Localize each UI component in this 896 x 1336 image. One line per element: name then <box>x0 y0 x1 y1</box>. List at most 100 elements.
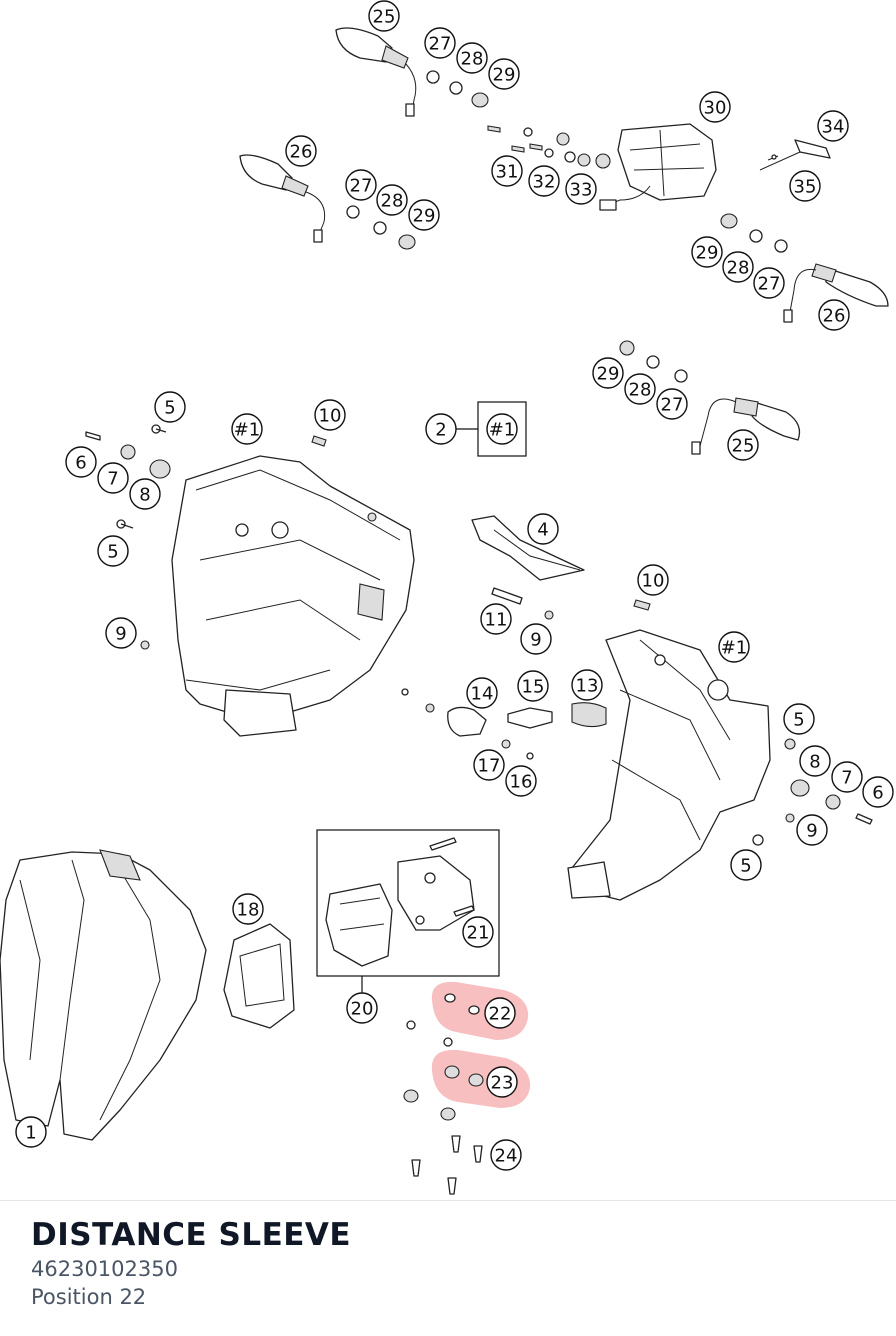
tank-shroud-part[interactable] <box>0 849 207 1141</box>
callout-label: 28 <box>461 49 484 70</box>
callout-label: 1 <box>25 1123 36 1144</box>
callout-label: 27 <box>661 395 684 416</box>
connector-part[interactable] <box>401 688 607 760</box>
callout-31[interactable]: 31 <box>491 155 523 187</box>
fasteners-bottom[interactable] <box>403 1020 483 1195</box>
callout-7[interactable]: 7 <box>97 462 129 494</box>
callout-label: 5 <box>740 856 751 877</box>
callout-21[interactable]: 21 <box>462 916 494 948</box>
fasteners-middle[interactable] <box>491 587 651 620</box>
washer-set-left[interactable] <box>346 205 416 250</box>
callout-label: 27 <box>429 34 452 55</box>
turn-signal-part[interactable] <box>783 263 889 323</box>
callout-label: 28 <box>381 191 404 212</box>
callout-5[interactable]: 5 <box>97 535 129 567</box>
callout-28[interactable]: 28 <box>722 251 754 283</box>
license-bracket-part[interactable] <box>759 139 831 171</box>
callout-9[interactable]: 9 <box>105 617 137 649</box>
callout-24[interactable]: 24 <box>490 1139 522 1171</box>
callout-label: 5 <box>793 710 804 731</box>
callout-ref-1[interactable]: #1 <box>231 413 263 445</box>
callout-5[interactable]: 5 <box>154 391 186 423</box>
washer-set-lower-right[interactable] <box>619 340 688 383</box>
washer-set-top[interactable] <box>426 70 489 108</box>
callout-10[interactable]: 10 <box>314 399 346 431</box>
callout-label: 5 <box>107 542 118 563</box>
callout-6[interactable]: 6 <box>65 446 97 478</box>
callout-label: 24 <box>495 1146 518 1167</box>
screw-set-31-33[interactable] <box>487 125 611 169</box>
callout-8[interactable]: 8 <box>129 478 161 510</box>
callout-20[interactable]: 20 <box>346 992 378 1024</box>
callout-label: #1 <box>489 420 516 441</box>
callout-9[interactable]: 9 <box>796 814 828 846</box>
callout-28[interactable]: 28 <box>376 184 408 216</box>
bracket-part[interactable] <box>471 515 585 581</box>
callout-ref-1[interactable]: #1 <box>718 631 750 663</box>
callout-25[interactable]: 25 <box>727 429 759 461</box>
callout-label: 33 <box>570 180 593 201</box>
callout-10[interactable]: 10 <box>637 564 669 596</box>
turn-signal-part[interactable] <box>239 154 326 243</box>
left-side-panel-part[interactable] <box>171 455 415 737</box>
tail-light-part[interactable] <box>599 123 717 211</box>
callout-5[interactable]: 5 <box>783 703 815 735</box>
callout-label: 18 <box>237 900 260 921</box>
callout-26[interactable]: 26 <box>285 135 317 167</box>
callout-34[interactable]: 34 <box>817 110 849 142</box>
fasteners-left[interactable] <box>85 424 377 650</box>
callout-16[interactable]: 16 <box>505 765 537 797</box>
callout-28[interactable]: 28 <box>624 373 656 405</box>
callout-30[interactable]: 30 <box>699 91 731 123</box>
callout-ref-1[interactable]: #1 <box>486 413 518 445</box>
callout-25[interactable]: 25 <box>368 0 400 32</box>
callout-29[interactable]: 29 <box>691 236 723 268</box>
callout-1[interactable]: 1 <box>15 1116 47 1148</box>
callout-18[interactable]: 18 <box>232 893 264 925</box>
callout-29[interactable]: 29 <box>488 58 520 90</box>
callout-27[interactable]: 27 <box>345 169 377 201</box>
callout-8[interactable]: 8 <box>799 745 831 777</box>
right-side-panel-part[interactable] <box>567 629 771 901</box>
callout-28[interactable]: 28 <box>456 42 488 74</box>
callout-label: 35 <box>794 177 817 198</box>
callout-label: 29 <box>597 364 620 385</box>
callout-14[interactable]: 14 <box>466 677 498 709</box>
callout-15[interactable]: 15 <box>517 670 549 702</box>
callout-label: 29 <box>413 206 436 227</box>
callout-22[interactable]: 22 <box>484 997 516 1029</box>
callout-label: 9 <box>806 821 817 842</box>
callout-7[interactable]: 7 <box>831 761 863 793</box>
callout-label: 9 <box>530 630 541 651</box>
callout-27[interactable]: 27 <box>753 267 785 299</box>
callout-label: 7 <box>841 768 852 789</box>
callout-23[interactable]: 23 <box>486 1066 518 1098</box>
callout-9[interactable]: 9 <box>520 623 552 655</box>
callout-5[interactable]: 5 <box>730 849 762 881</box>
callout-13[interactable]: 13 <box>571 669 603 701</box>
callout-label: 10 <box>319 406 342 427</box>
callout-label: 16 <box>510 772 533 793</box>
fasteners-right[interactable] <box>752 738 873 846</box>
cover-part[interactable] <box>223 923 295 1029</box>
callout-33[interactable]: 33 <box>565 173 597 205</box>
callout-2[interactable]: 2 <box>425 413 457 445</box>
callout-26[interactable]: 26 <box>818 299 850 331</box>
callout-11[interactable]: 11 <box>480 603 512 635</box>
callout-6[interactable]: 6 <box>862 776 894 808</box>
callout-4[interactable]: 4 <box>527 513 559 545</box>
callout-32[interactable]: 32 <box>528 165 560 197</box>
callout-29[interactable]: 29 <box>592 357 624 389</box>
turn-signal-part[interactable] <box>691 397 801 455</box>
washer-set-right[interactable] <box>720 213 788 253</box>
callout-label: 8 <box>809 752 820 773</box>
callout-35[interactable]: 35 <box>789 170 821 202</box>
turn-signal-part[interactable] <box>335 27 417 117</box>
mounting-bracket-part[interactable] <box>325 837 475 967</box>
callout-27[interactable]: 27 <box>424 27 456 59</box>
callout-27[interactable]: 27 <box>656 388 688 420</box>
callout-label: 10 <box>642 571 665 592</box>
callout-17[interactable]: 17 <box>473 749 505 781</box>
callout-29[interactable]: 29 <box>408 199 440 231</box>
